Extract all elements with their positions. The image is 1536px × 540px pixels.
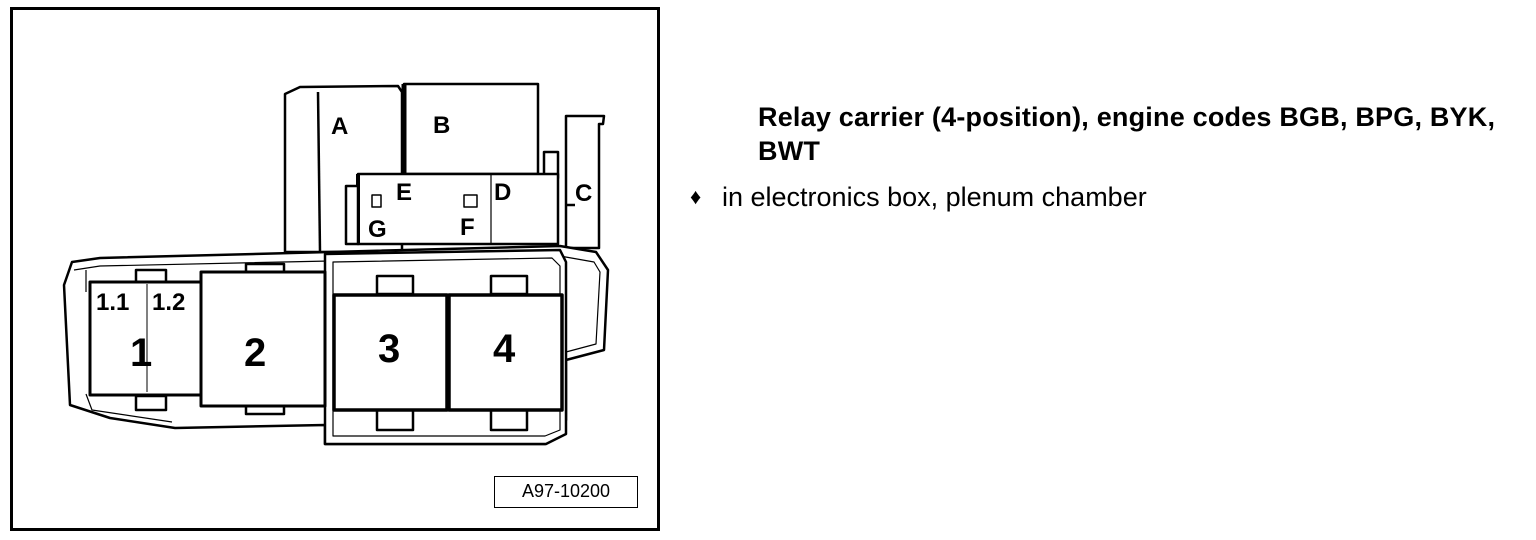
label-2: 2 <box>244 331 266 375</box>
relay-2 <box>199 270 327 408</box>
label-1-1: 1.1 <box>96 289 129 316</box>
module-ed <box>356 172 560 246</box>
relay-4 <box>447 293 564 412</box>
relay-carrier-title: Relay carrier (4-position), engine codes… <box>758 102 1496 166</box>
label-f: F <box>460 214 475 241</box>
relay-3 <box>332 293 449 412</box>
figure-id: A97-10200 <box>494 476 638 508</box>
label-b: B <box>433 112 450 139</box>
label-1: 1 <box>130 331 152 375</box>
label-d: D <box>494 179 511 206</box>
label-g: G <box>368 216 387 243</box>
clip <box>134 394 168 412</box>
label-e: E <box>396 179 412 206</box>
label-a: A <box>331 113 348 140</box>
clip <box>489 408 529 432</box>
housing-b <box>402 82 540 176</box>
location-bullet: ♦ in electronics box, plenum chamber <box>690 180 1147 214</box>
clip <box>375 274 415 296</box>
label-1-2: 1.2 <box>152 289 185 316</box>
diamond-bullet-icon: ♦ <box>690 184 702 209</box>
label-c: C <box>575 180 592 207</box>
clip <box>489 274 529 296</box>
clip <box>375 408 415 432</box>
location-text: in electronics box, plenum chamber <box>722 182 1147 212</box>
label-3: 3 <box>378 327 400 371</box>
label-4: 4 <box>493 327 516 371</box>
